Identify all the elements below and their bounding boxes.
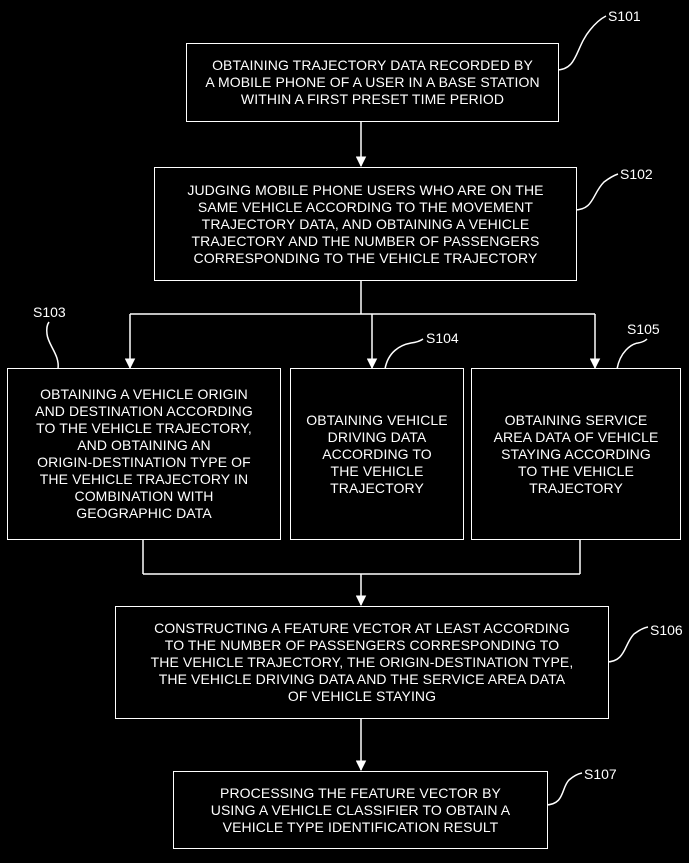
step-box-s103: OBTAINING A VEHICLE ORIGIN AND DESTINATI… <box>7 368 281 540</box>
leader-s104 <box>384 338 424 370</box>
step-label-s102: S102 <box>620 166 653 182</box>
step-box-s107: PROCESSING THE FEATURE VECTOR BY USING A… <box>173 771 548 849</box>
leader-s105 <box>616 338 648 370</box>
step-text-s102: JUDGING MOBILE PHONE USERS WHO ARE ON TH… <box>187 181 544 266</box>
step-text-s105: OBTAINING SERVICE AREA DATA OF VEHICLE S… <box>493 411 659 496</box>
leader-s107 <box>544 772 583 806</box>
step-box-s101: OBTAINING TRAJECTORY DATA RECORDED BY A … <box>186 43 559 122</box>
step-text-s101: OBTAINING TRAJECTORY DATA RECORDED BY A … <box>205 57 540 107</box>
step-text-s103: OBTAINING A VEHICLE ORIGIN AND DESTINATI… <box>35 386 253 521</box>
leader-s101 <box>555 15 607 71</box>
step-label-s106: S106 <box>650 622 683 638</box>
step-label-s104: S104 <box>426 330 459 346</box>
step-box-s105: OBTAINING SERVICE AREA DATA OF VEHICLE S… <box>471 368 681 540</box>
step-text-s106: CONSTRUCTING A FEATURE VECTOR AT LEAST A… <box>150 620 574 704</box>
leader-s103 <box>46 321 59 370</box>
step-box-s104: OBTAINING VEHICLE DRIVING DATA ACCORDING… <box>290 368 464 540</box>
step-box-s106: CONSTRUCTING A FEATURE VECTOR AT LEAST A… <box>115 606 609 719</box>
step-text-s107: PROCESSING THE FEATURE VECTOR BY USING A… <box>210 784 511 835</box>
leader-s102 <box>573 173 619 211</box>
step-label-s103: S103 <box>33 304 66 320</box>
leader-s106 <box>605 626 649 663</box>
step-label-s101: S101 <box>608 8 641 24</box>
step-text-s104: OBTAINING VEHICLE DRIVING DATA ACCORDING… <box>306 411 448 496</box>
step-label-s105: S105 <box>627 321 660 337</box>
step-label-s107: S107 <box>584 766 617 782</box>
step-box-s102: JUDGING MOBILE PHONE USERS WHO ARE ON TH… <box>154 167 577 281</box>
